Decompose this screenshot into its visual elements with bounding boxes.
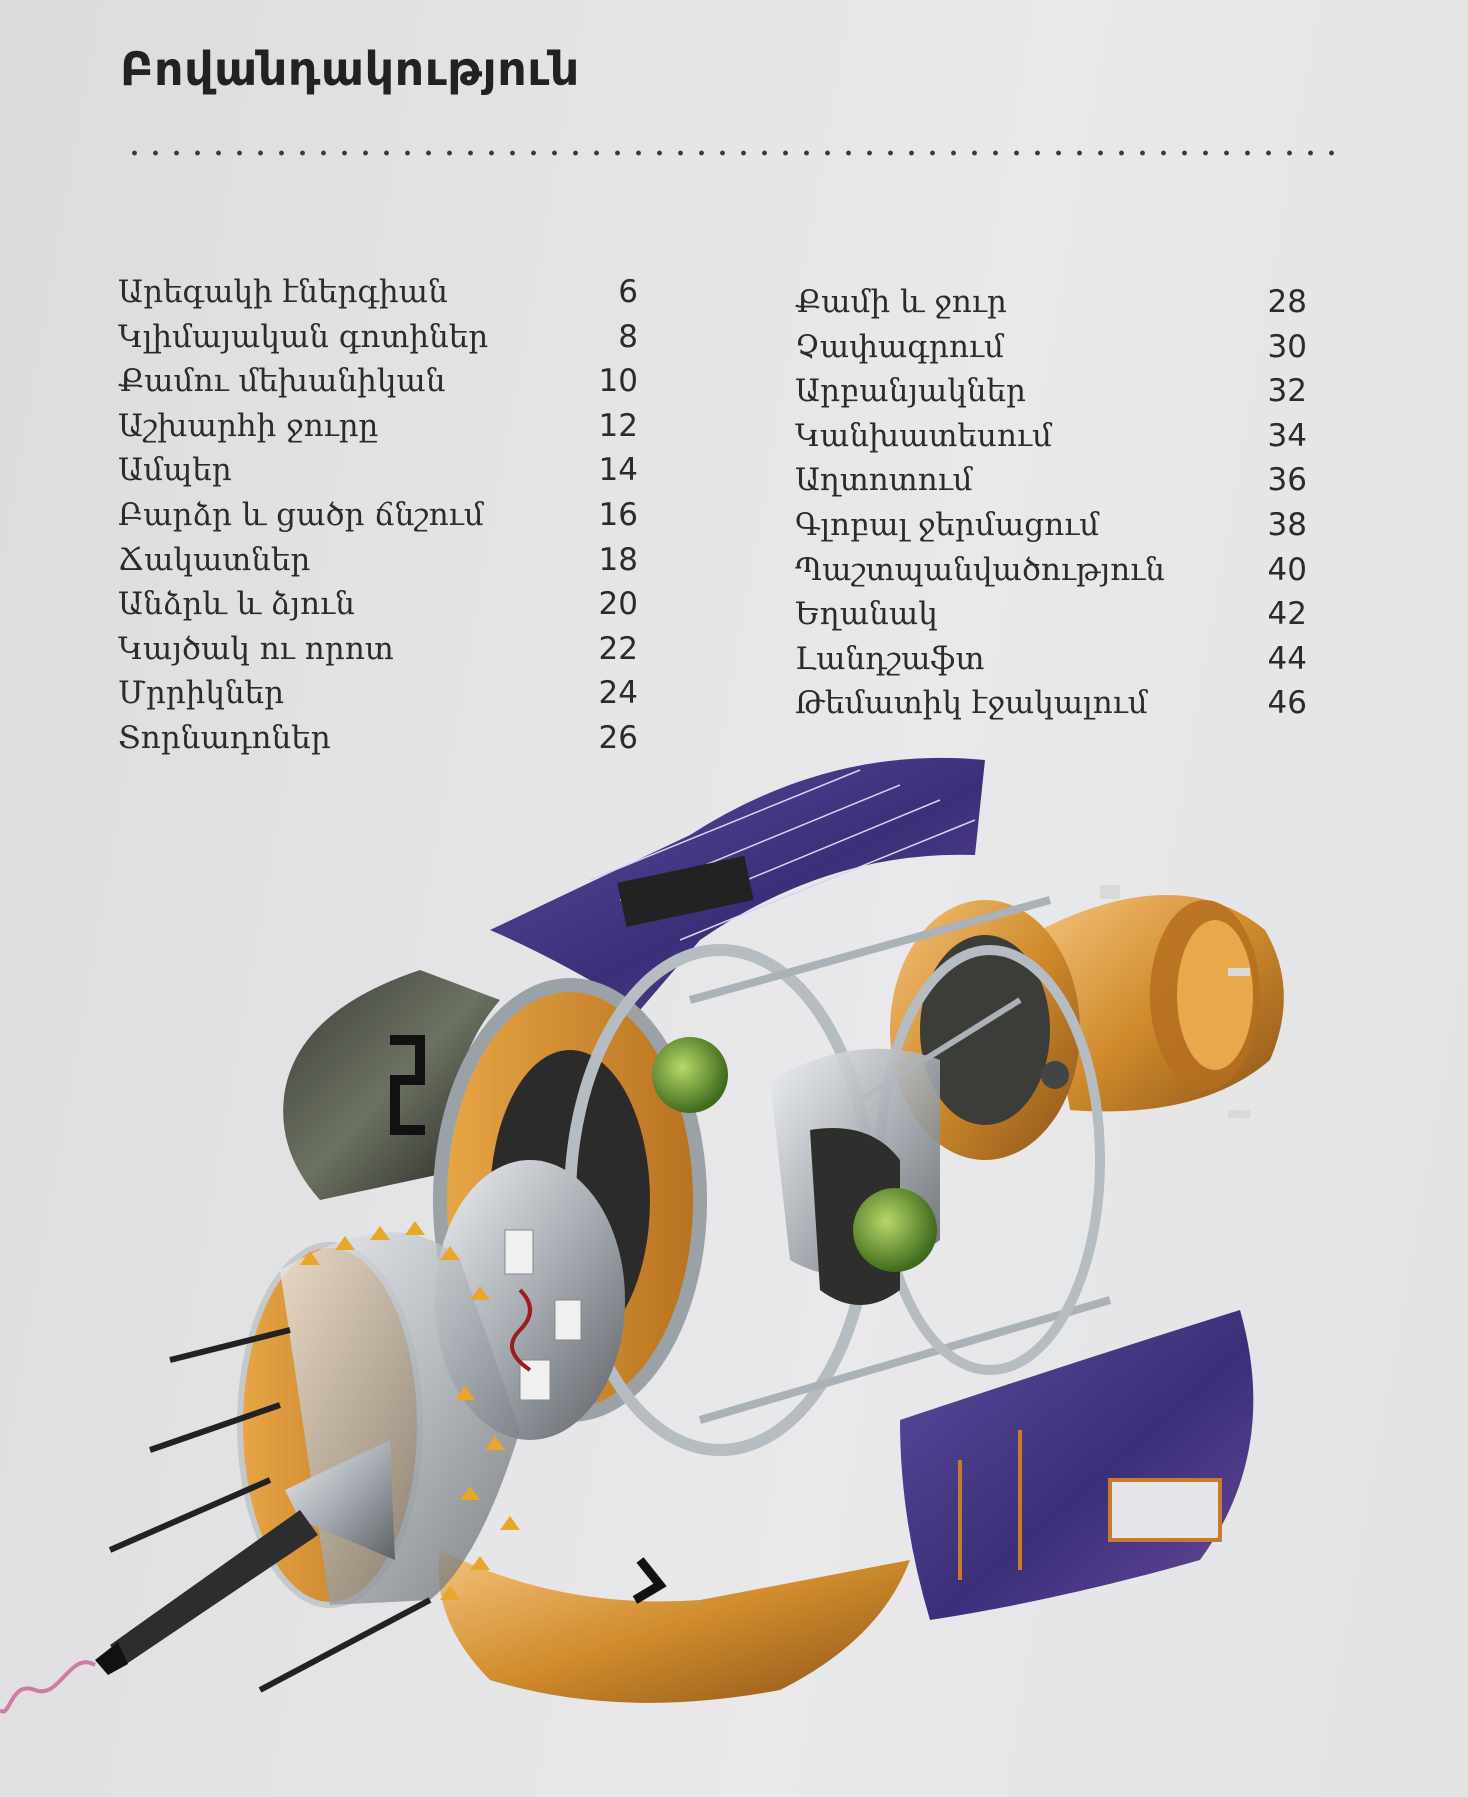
toc-entry[interactable]: Արբանյակներ 32 [795, 369, 1307, 414]
toc-entry-label: Արեգակի էներգիան [118, 274, 448, 310]
page-title: Բովանդակություն [120, 42, 580, 96]
toc-entry[interactable]: Եղանակ 42 [795, 592, 1307, 637]
toc-entry-page: 12 [598, 407, 638, 444]
toc-entry[interactable]: Աշխարհի ջուրը 12 [118, 404, 638, 449]
toc-entry-label: Կանխատեսում [795, 417, 1052, 454]
toc-entry[interactable]: Քամու մեխանիկան 10 [118, 359, 638, 404]
toc-entry-page: 34 [1267, 417, 1307, 454]
toc-entry[interactable]: Պաշտպանվածություն 40 [795, 548, 1307, 593]
solar-panel-top [490, 757, 985, 1010]
toc-entry-label: Չափագրում [795, 328, 1004, 365]
toc-entry[interactable]: Անձրև և ձյուն 20 [118, 582, 638, 627]
toc-entry[interactable]: Չափագրում 30 [795, 325, 1307, 370]
dotted-divider [124, 150, 1334, 156]
toc-entry-page: 14 [598, 452, 638, 489]
toc-entry[interactable]: Տորնադոներ 26 [118, 716, 638, 761]
toc-entry[interactable]: Քամի և ջուր 28 [795, 280, 1307, 325]
toc-entry-page: 44 [1267, 640, 1307, 677]
toc-column-left: Արեգակի էներգիան 6 Կլիմայական գոտիներ 8 Քա… [118, 270, 638, 761]
toc-entry-page: 32 [1267, 373, 1307, 410]
toc-entry[interactable]: Կայծակ ու որոտ 22 [118, 627, 638, 672]
toc-entry-page: 36 [1267, 462, 1307, 499]
toc-entry-page: 46 [1267, 685, 1307, 722]
toc-entry-page: 22 [598, 630, 638, 667]
toc-entry-page: 28 [1267, 284, 1307, 320]
toc-entry-label: Անձրև և ձյուն [118, 586, 355, 623]
toc-entry-label: Լանդշաֆտ [795, 640, 985, 677]
toc-entry-label: Քամու մեխանիկան [118, 363, 446, 400]
toc-entry[interactable]: Ամպեր 14 [118, 448, 638, 493]
toc-entry-page: 40 [1267, 551, 1307, 588]
satellite-illustration [0, 757, 1284, 1714]
toc-entry-label: Արբանյակներ [795, 373, 1026, 410]
toc-entry-label: Ամպեր [118, 452, 232, 489]
toc-entry-label: Կայծակ ու որոտ [118, 630, 394, 667]
toc-entry-label: Աշխարհի ջուրը [118, 407, 379, 444]
toc-entry-label: Ճակատներ [118, 541, 311, 578]
toc-entry[interactable]: Բարձր և ցածր ճնշում 16 [118, 493, 638, 538]
toc-entry-page: 20 [598, 586, 638, 623]
toc-entry[interactable]: Կլիմայական գոտիներ 8 [118, 315, 638, 360]
toc-entry-page: 10 [598, 363, 638, 400]
toc-entry-page: 8 [618, 318, 638, 355]
toc-entry[interactable]: Գլոբալ ջերմացում 38 [795, 503, 1307, 548]
toc-entry-label: Պաշտպանվածություն [795, 551, 1165, 588]
toc-entry-page: 26 [598, 719, 638, 756]
toc-entry-page: 30 [1267, 328, 1307, 365]
engine-bell [1040, 885, 1284, 1118]
toc-entry-label: Եղանակ [795, 596, 938, 633]
toc-entry-label: Տորնադոներ [118, 719, 331, 756]
toc-entry-label: Գլոբալ ջերմացում [795, 506, 1100, 543]
toc-entry-page: 16 [598, 496, 638, 533]
toc-entry[interactable]: Մրրիկներ 24 [118, 671, 638, 716]
toc-entry[interactable]: Աղտոտում 36 [795, 458, 1307, 503]
gold-shell-bottom [438, 1550, 910, 1703]
toc-entry[interactable]: Կանխատեսում 34 [795, 414, 1307, 459]
solar-panel-bottom [900, 1310, 1254, 1620]
toc-entry-page: 42 [1267, 596, 1307, 633]
antenna-drum [0, 1221, 520, 1714]
toc-entry-page: 6 [618, 274, 638, 310]
toc-entry-label: Քամի և ջուր [795, 284, 1007, 320]
toc-entry-page: 24 [598, 675, 638, 712]
toc-entry-page: 18 [598, 541, 638, 578]
toc-entry-label: Աղտոտում [795, 462, 973, 499]
toc-entry-page: 38 [1267, 506, 1307, 543]
toc-entry[interactable]: Լանդշաֆտ 44 [795, 637, 1307, 682]
toc-entry-label: Մրրիկներ [118, 675, 285, 712]
toc-entry-label: Կլիմայական գոտիներ [118, 318, 489, 355]
toc-entry-label: Բարձր և ցածր ճնշում [118, 496, 484, 533]
toc-entry[interactable]: Արեգակի էներգիան 6 [118, 270, 638, 315]
toc-entry[interactable]: Ճակատներ 18 [118, 538, 638, 583]
toc-entry[interactable]: Թեմատիկ էջակալում 46 [795, 681, 1307, 726]
toc-entry-label: Թեմատիկ էջակալում [795, 685, 1148, 722]
